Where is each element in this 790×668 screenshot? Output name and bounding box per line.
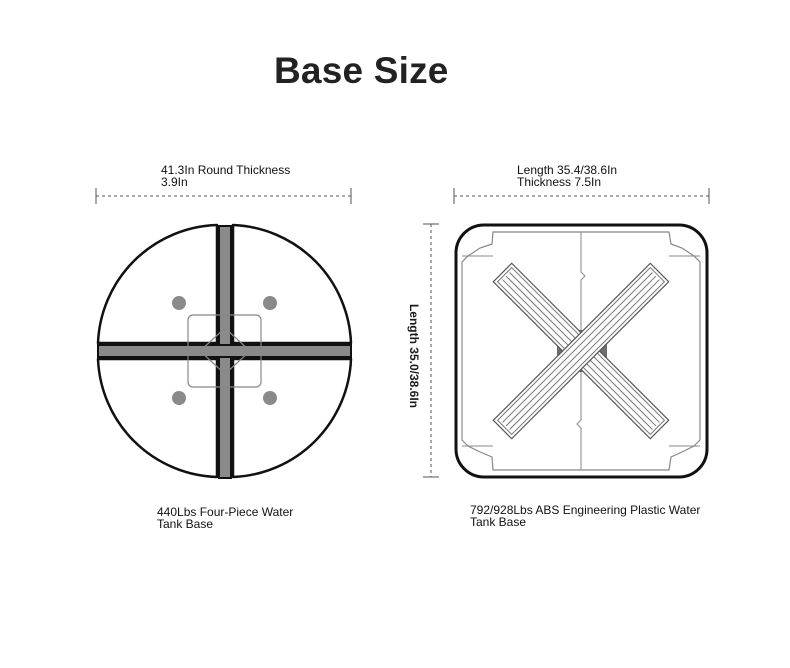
- round-four-piece-base: [96, 223, 353, 479]
- square-base-caption-line1: 792/928Lbs ABS Engineering Plastic Water: [470, 503, 701, 517]
- bolt-hole: [263, 391, 277, 405]
- round-base-caption-line1: 440Lbs Four-Piece Water: [157, 505, 294, 519]
- corner-details: [462, 255, 700, 447]
- quadrant-top-left: [96, 223, 219, 345]
- square-base-dimension-label: Length 35.4/38.6In Thickness 7.5In: [517, 164, 617, 188]
- horizontal-channel: [97, 344, 352, 358]
- round-base-diameter-text: 41.3In Round Thickness: [161, 163, 291, 177]
- bolt-hole: [172, 391, 186, 405]
- quadrant-top-right: [231, 223, 353, 345]
- quadrant-bottom-left: [96, 357, 219, 479]
- square-base-vertical-dimension-line: [423, 223, 439, 478]
- round-base-dimension-label: 41.3In Round Thickness 3.9In: [161, 164, 290, 188]
- square-abs-base: [454, 223, 709, 479]
- diagonal-arm-2: [492, 262, 670, 440]
- square-base-caption-line2: Tank Base: [470, 515, 527, 529]
- bolt-hole: [263, 296, 277, 310]
- page-title: Base Size: [274, 50, 449, 91]
- center-mounting-plate: [187, 314, 262, 388]
- bolt-hole: [172, 296, 186, 310]
- round-base-dimension-line: [95, 188, 352, 204]
- round-base-thickness-text: 3.9In: [161, 175, 188, 189]
- square-base-dimension-line: [453, 188, 710, 204]
- round-base-caption: 440Lbs Four-Piece Water Tank Base: [157, 506, 293, 530]
- square-base-caption: 792/928Lbs ABS Engineering Plastic Water…: [470, 504, 700, 528]
- round-base-caption-line2: Tank Base: [157, 517, 214, 531]
- square-base-thickness-text: Thickness 7.5In: [517, 175, 602, 189]
- quadrant-bottom-right: [231, 357, 353, 479]
- square-base-length-text: Length 35.4/38.6In: [517, 163, 618, 177]
